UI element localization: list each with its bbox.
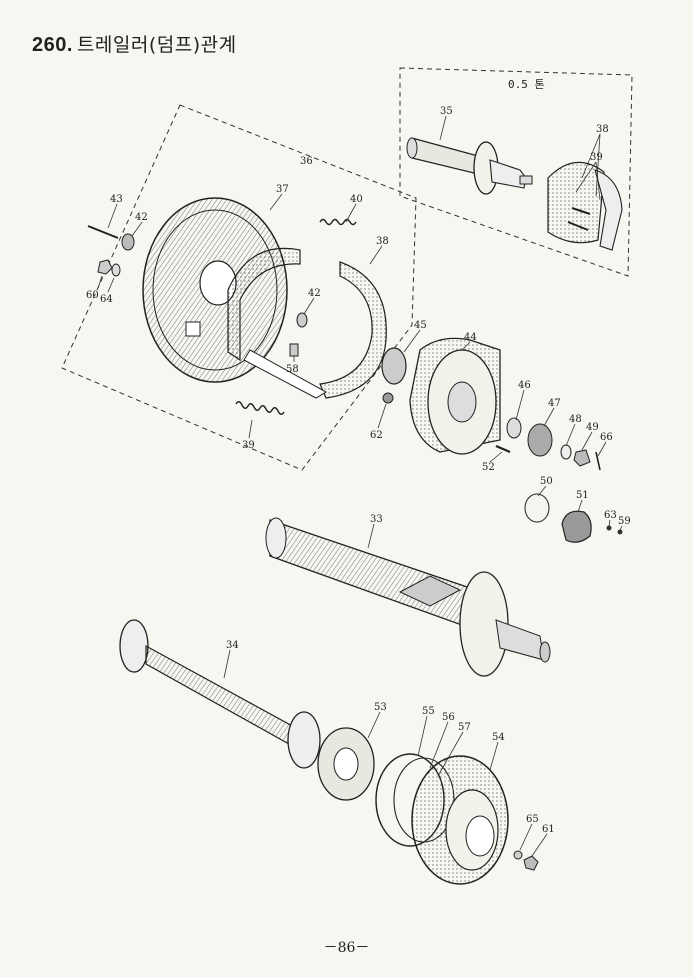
part-label: 44 xyxy=(464,332,477,343)
cotter-pin-66 xyxy=(595,451,601,471)
part-label: 51 xyxy=(576,490,589,501)
part-label: 64 xyxy=(100,294,113,305)
part-label: 65 xyxy=(526,814,539,825)
washer-65 xyxy=(513,850,523,860)
part-label: 39 xyxy=(590,152,603,163)
part-label: 42 xyxy=(308,288,321,299)
gasket-50 xyxy=(524,493,550,523)
part-label: 39 xyxy=(242,440,255,451)
part-label: 56 xyxy=(442,712,455,723)
section-number: 260. xyxy=(32,34,73,56)
washer-42 xyxy=(121,233,135,251)
part-label: 63 xyxy=(604,510,617,521)
washer-64 xyxy=(111,263,121,277)
bolt-43 xyxy=(87,225,119,239)
axle-housing-33 xyxy=(265,517,551,677)
part-label: 49 xyxy=(586,422,599,433)
section-title: 트레일러(덤프)관계 xyxy=(76,34,237,56)
part-label: 57 xyxy=(458,722,471,733)
part-label: 36 xyxy=(300,156,313,167)
axle-34 xyxy=(119,619,321,769)
spindle-35 xyxy=(406,137,533,195)
stud-bolt-52 xyxy=(495,444,511,454)
part-label: 55 xyxy=(422,706,435,717)
wheel-hub-53 xyxy=(317,727,375,801)
backing-plate-37 xyxy=(142,197,288,383)
part-label: 62 xyxy=(370,430,383,441)
part-label: 47 xyxy=(548,398,561,409)
page-number: －86－ xyxy=(323,940,370,956)
part-label: 33 xyxy=(370,514,383,525)
oil-seal-46 xyxy=(506,417,522,439)
screw-63 xyxy=(606,525,612,531)
return-spring-39 xyxy=(235,401,285,415)
part-label: 35 xyxy=(440,106,453,117)
bolt-42b xyxy=(296,312,308,328)
part-label: 43 xyxy=(110,194,123,205)
part-label: 54 xyxy=(492,732,505,743)
part-label: 42 xyxy=(135,212,148,223)
part-label: 59 xyxy=(618,516,631,527)
part-label: 66 xyxy=(600,432,613,443)
part-label: 58 xyxy=(286,364,299,375)
bearing-47 xyxy=(527,423,553,457)
part-label: 37 xyxy=(276,184,289,195)
washer-48 xyxy=(560,444,572,460)
part-label: 46 xyxy=(518,380,531,391)
part-label: 40 xyxy=(350,194,363,205)
brake-shoes-38 xyxy=(227,247,387,399)
tire-54 xyxy=(411,755,509,885)
nut-61 xyxy=(523,855,539,871)
part-label: 53 xyxy=(374,702,387,713)
brake-group-dashed-frame xyxy=(61,104,417,471)
part-label: 38 xyxy=(376,236,389,247)
bearing-45 xyxy=(381,347,407,385)
inset-brake-shoes-38-39 xyxy=(547,161,623,251)
grease-nipple-62 xyxy=(382,392,394,404)
part-label: 61 xyxy=(542,824,555,835)
part-label: 50 xyxy=(540,476,553,487)
part-label: 34 xyxy=(226,640,239,651)
part-label: 48 xyxy=(569,414,582,425)
page-title: 260.트레일러(덤프)관계 xyxy=(32,30,237,57)
part-label: 52 xyxy=(482,462,495,473)
part-label: 45 xyxy=(414,320,427,331)
castle-nut-49 xyxy=(573,449,591,467)
brake-drum-44 xyxy=(409,337,501,455)
nut-60 xyxy=(97,259,113,275)
return-spring-40 xyxy=(319,218,357,226)
part-label: 60 xyxy=(86,290,99,301)
inset-spec-text: 0.5 톤 xyxy=(508,78,545,91)
screw-59 xyxy=(617,529,623,535)
inset-dashed-frame xyxy=(399,67,633,277)
leader-lines xyxy=(97,115,623,857)
part-label: 38 xyxy=(596,124,609,135)
pin-58 xyxy=(289,343,299,357)
hub-cap-51 xyxy=(561,510,592,543)
